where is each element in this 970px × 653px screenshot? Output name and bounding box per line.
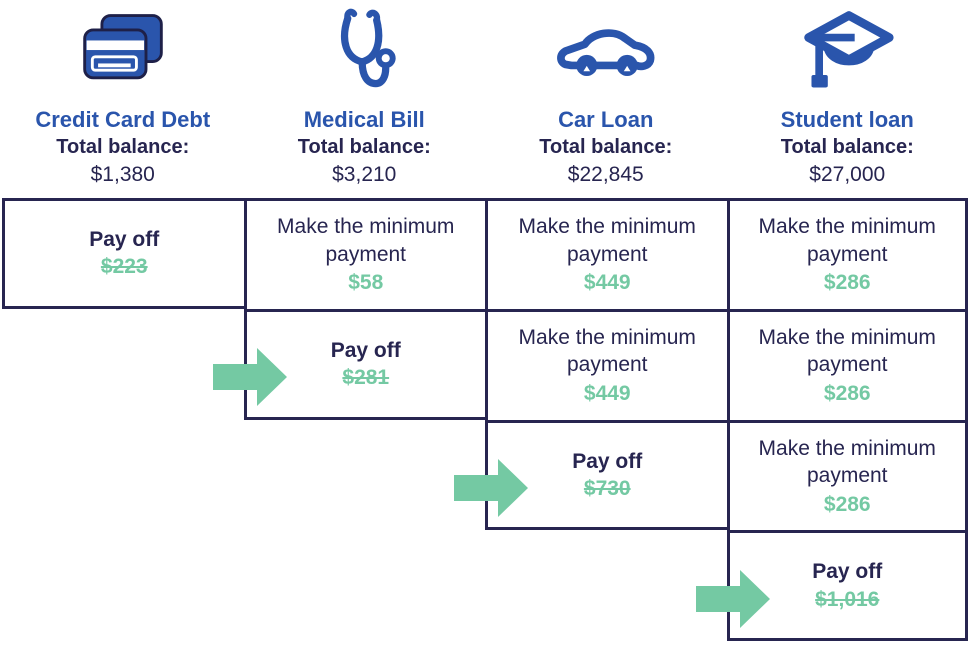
cell-step1-payoff-credit-card: Pay off $223 xyxy=(2,198,244,309)
debt-column-student-loan: Student loan Total balance: $27,000 xyxy=(727,0,969,198)
next-step-arrow-icon xyxy=(213,348,287,406)
cell-step1-minimum-medical-bill: Make the minimum payment $58 xyxy=(243,198,485,309)
debt-title: Car Loan xyxy=(558,107,654,132)
debt-title: Medical Bill xyxy=(303,107,425,132)
minimum-payment-amount: $58 xyxy=(348,271,384,295)
minimum-payment-amount: $286 xyxy=(823,382,871,406)
cell-step4-payoff-student-loan: Pay off $1,016 xyxy=(726,530,968,641)
minimum-payment-label: Make the minimum payment xyxy=(277,215,455,266)
car-icon xyxy=(556,0,656,102)
payoff-label: Pay off xyxy=(572,449,643,473)
empty-cell xyxy=(2,309,244,420)
empty-cell xyxy=(244,420,486,531)
next-step-arrow-icon xyxy=(696,570,770,628)
stethoscope-icon xyxy=(326,0,402,102)
payoff-label: Pay off xyxy=(812,560,883,584)
next-step-arrow-icon xyxy=(454,459,528,517)
empty-cell xyxy=(244,530,486,641)
debt-column-car-loan: Car Loan Total balance: $22,845 xyxy=(485,0,727,198)
minimum-payment-label: Make the minimum payment xyxy=(758,325,936,377)
payoff-strategy-table: Pay off $223 Make the minimum payment $5… xyxy=(2,198,968,641)
empty-cell xyxy=(2,420,244,531)
balance-amount: $1,380 xyxy=(90,163,155,187)
payoff-label: Pay off xyxy=(89,228,160,252)
cell-step2-minimum-car-loan: Make the minimum payment $449 xyxy=(485,308,727,420)
payoff-amount: $1,016 xyxy=(815,587,880,611)
minimum-payment-amount: $286 xyxy=(823,271,871,295)
minimum-payment-amount: $449 xyxy=(583,382,631,406)
balance-label: Total balance: xyxy=(56,136,190,159)
cell-step2-minimum-student-loan: Make the minimum payment $286 xyxy=(726,308,968,420)
debt-column-credit-card: Credit Card Debt Total balance: $1,380 xyxy=(2,0,244,198)
minimum-payment-amount: $286 xyxy=(823,492,871,516)
minimum-payment-label: Make the minimum payment xyxy=(518,215,696,266)
cell-step3-payoff-car-loan: Pay off $730 xyxy=(485,419,727,531)
balance-amount: $22,845 xyxy=(567,163,644,187)
debt-title: Credit Card Debt xyxy=(35,107,211,132)
balance-label: Total balance: xyxy=(539,136,673,159)
cell-step3-minimum-student-loan: Make the minimum payment $286 xyxy=(726,419,968,531)
cell-step1-minimum-car-loan: Make the minimum payment $449 xyxy=(485,198,727,309)
minimum-payment-amount: $449 xyxy=(583,271,631,295)
debt-title: Student loan xyxy=(780,107,914,132)
graduation-cap-icon xyxy=(799,0,895,102)
empty-cell xyxy=(485,530,727,641)
minimum-payment-label: Make the minimum payment xyxy=(518,325,696,377)
balance-amount: $3,210 xyxy=(332,163,397,187)
balance-label: Total balance: xyxy=(297,136,431,159)
debt-column-medical-bill: Medical Bill Total balance: $3,210 xyxy=(244,0,486,198)
payoff-amount: $730 xyxy=(583,476,631,500)
credit-card-icon xyxy=(77,0,169,102)
debt-headers: Credit Card Debt Total balance: $1,380 M… xyxy=(2,0,968,198)
payoff-amount: $281 xyxy=(342,366,390,390)
minimum-payment-label: Make the minimum payment xyxy=(758,215,936,266)
minimum-payment-label: Make the minimum payment xyxy=(758,436,936,488)
balance-label: Total balance: xyxy=(780,136,914,159)
payoff-amount: $223 xyxy=(100,255,148,279)
payoff-label: Pay off xyxy=(330,338,401,362)
empty-cell xyxy=(2,530,244,641)
cell-step1-minimum-student-loan: Make the minimum payment $286 xyxy=(726,198,968,309)
balance-amount: $27,000 xyxy=(809,163,886,187)
